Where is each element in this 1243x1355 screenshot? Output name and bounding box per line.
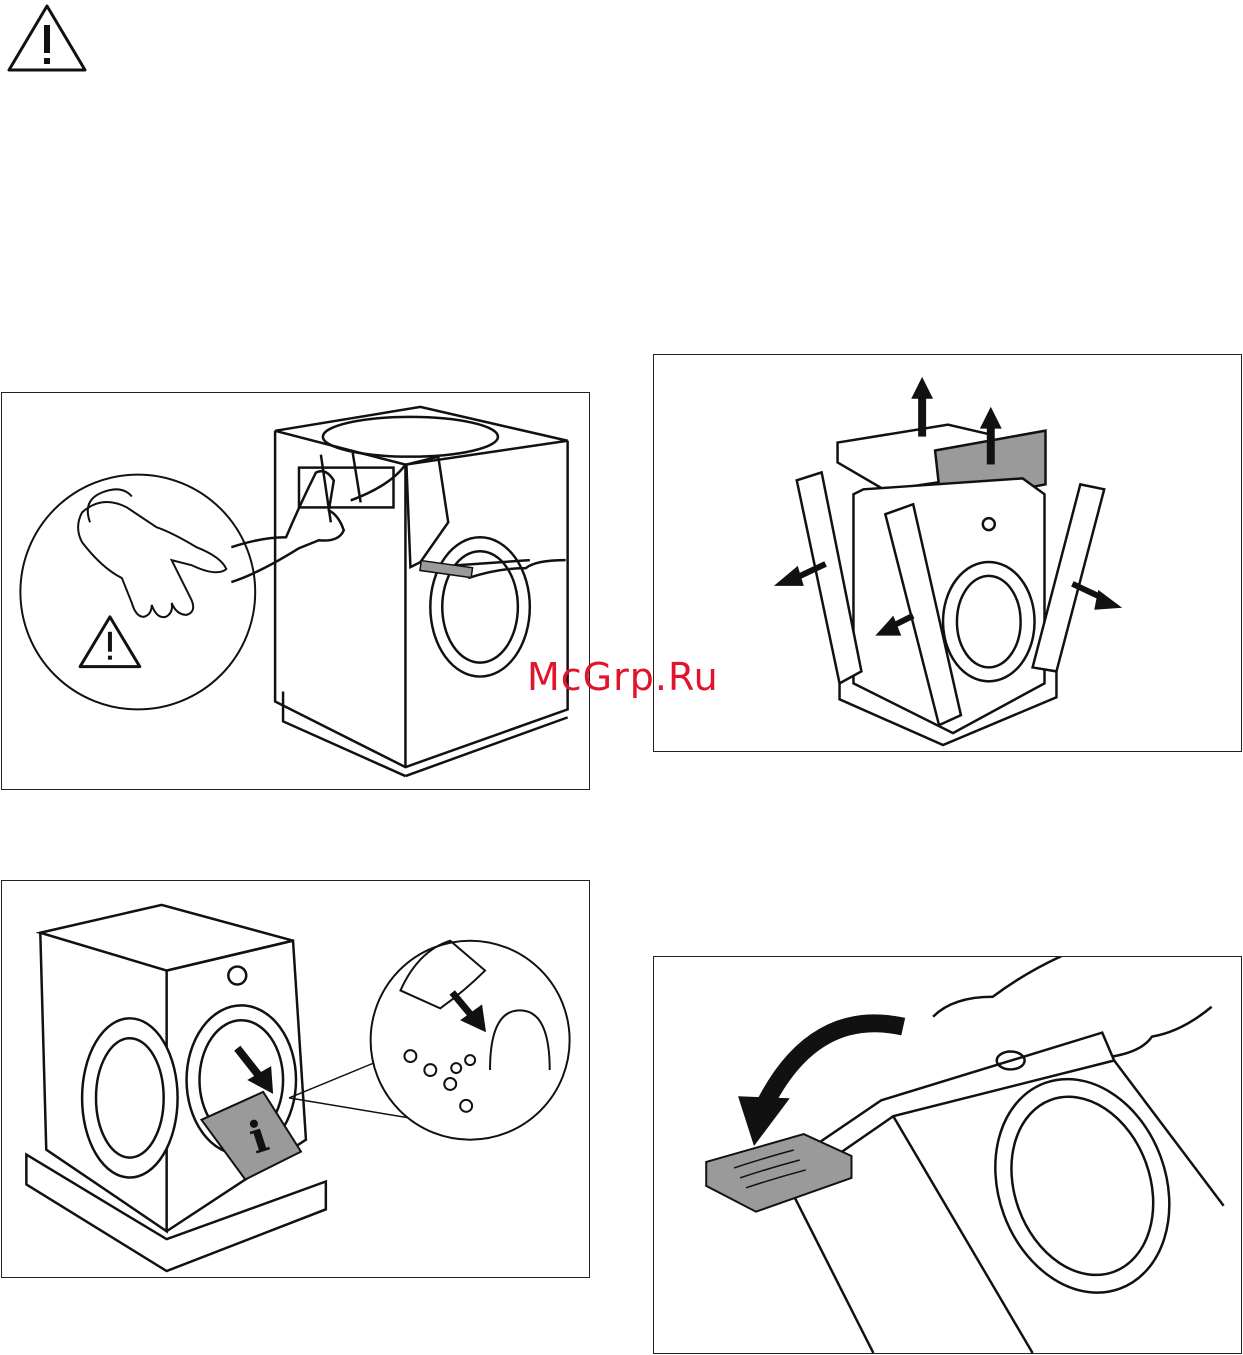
remove-foil-illustration	[2, 393, 589, 789]
remove-packaging-illustration	[654, 355, 1241, 751]
figure-remove-foil	[1, 392, 590, 790]
figure-remove-packaging	[653, 354, 1242, 752]
watermark: McGrp.Ru	[527, 655, 719, 699]
remove-accessories-illustration: i	[2, 881, 589, 1277]
figure-remove-accessories: i	[1, 880, 590, 1278]
figure-tilt-machine	[653, 956, 1242, 1354]
arrow-right-icon	[1072, 584, 1122, 610]
info-i-icon: i	[201, 1092, 300, 1180]
cutter-icon	[420, 561, 473, 578]
warning-triangle-icon	[6, 3, 88, 73]
tilt-machine-illustration	[654, 957, 1241, 1353]
arrow-down-icon	[237, 1048, 273, 1094]
